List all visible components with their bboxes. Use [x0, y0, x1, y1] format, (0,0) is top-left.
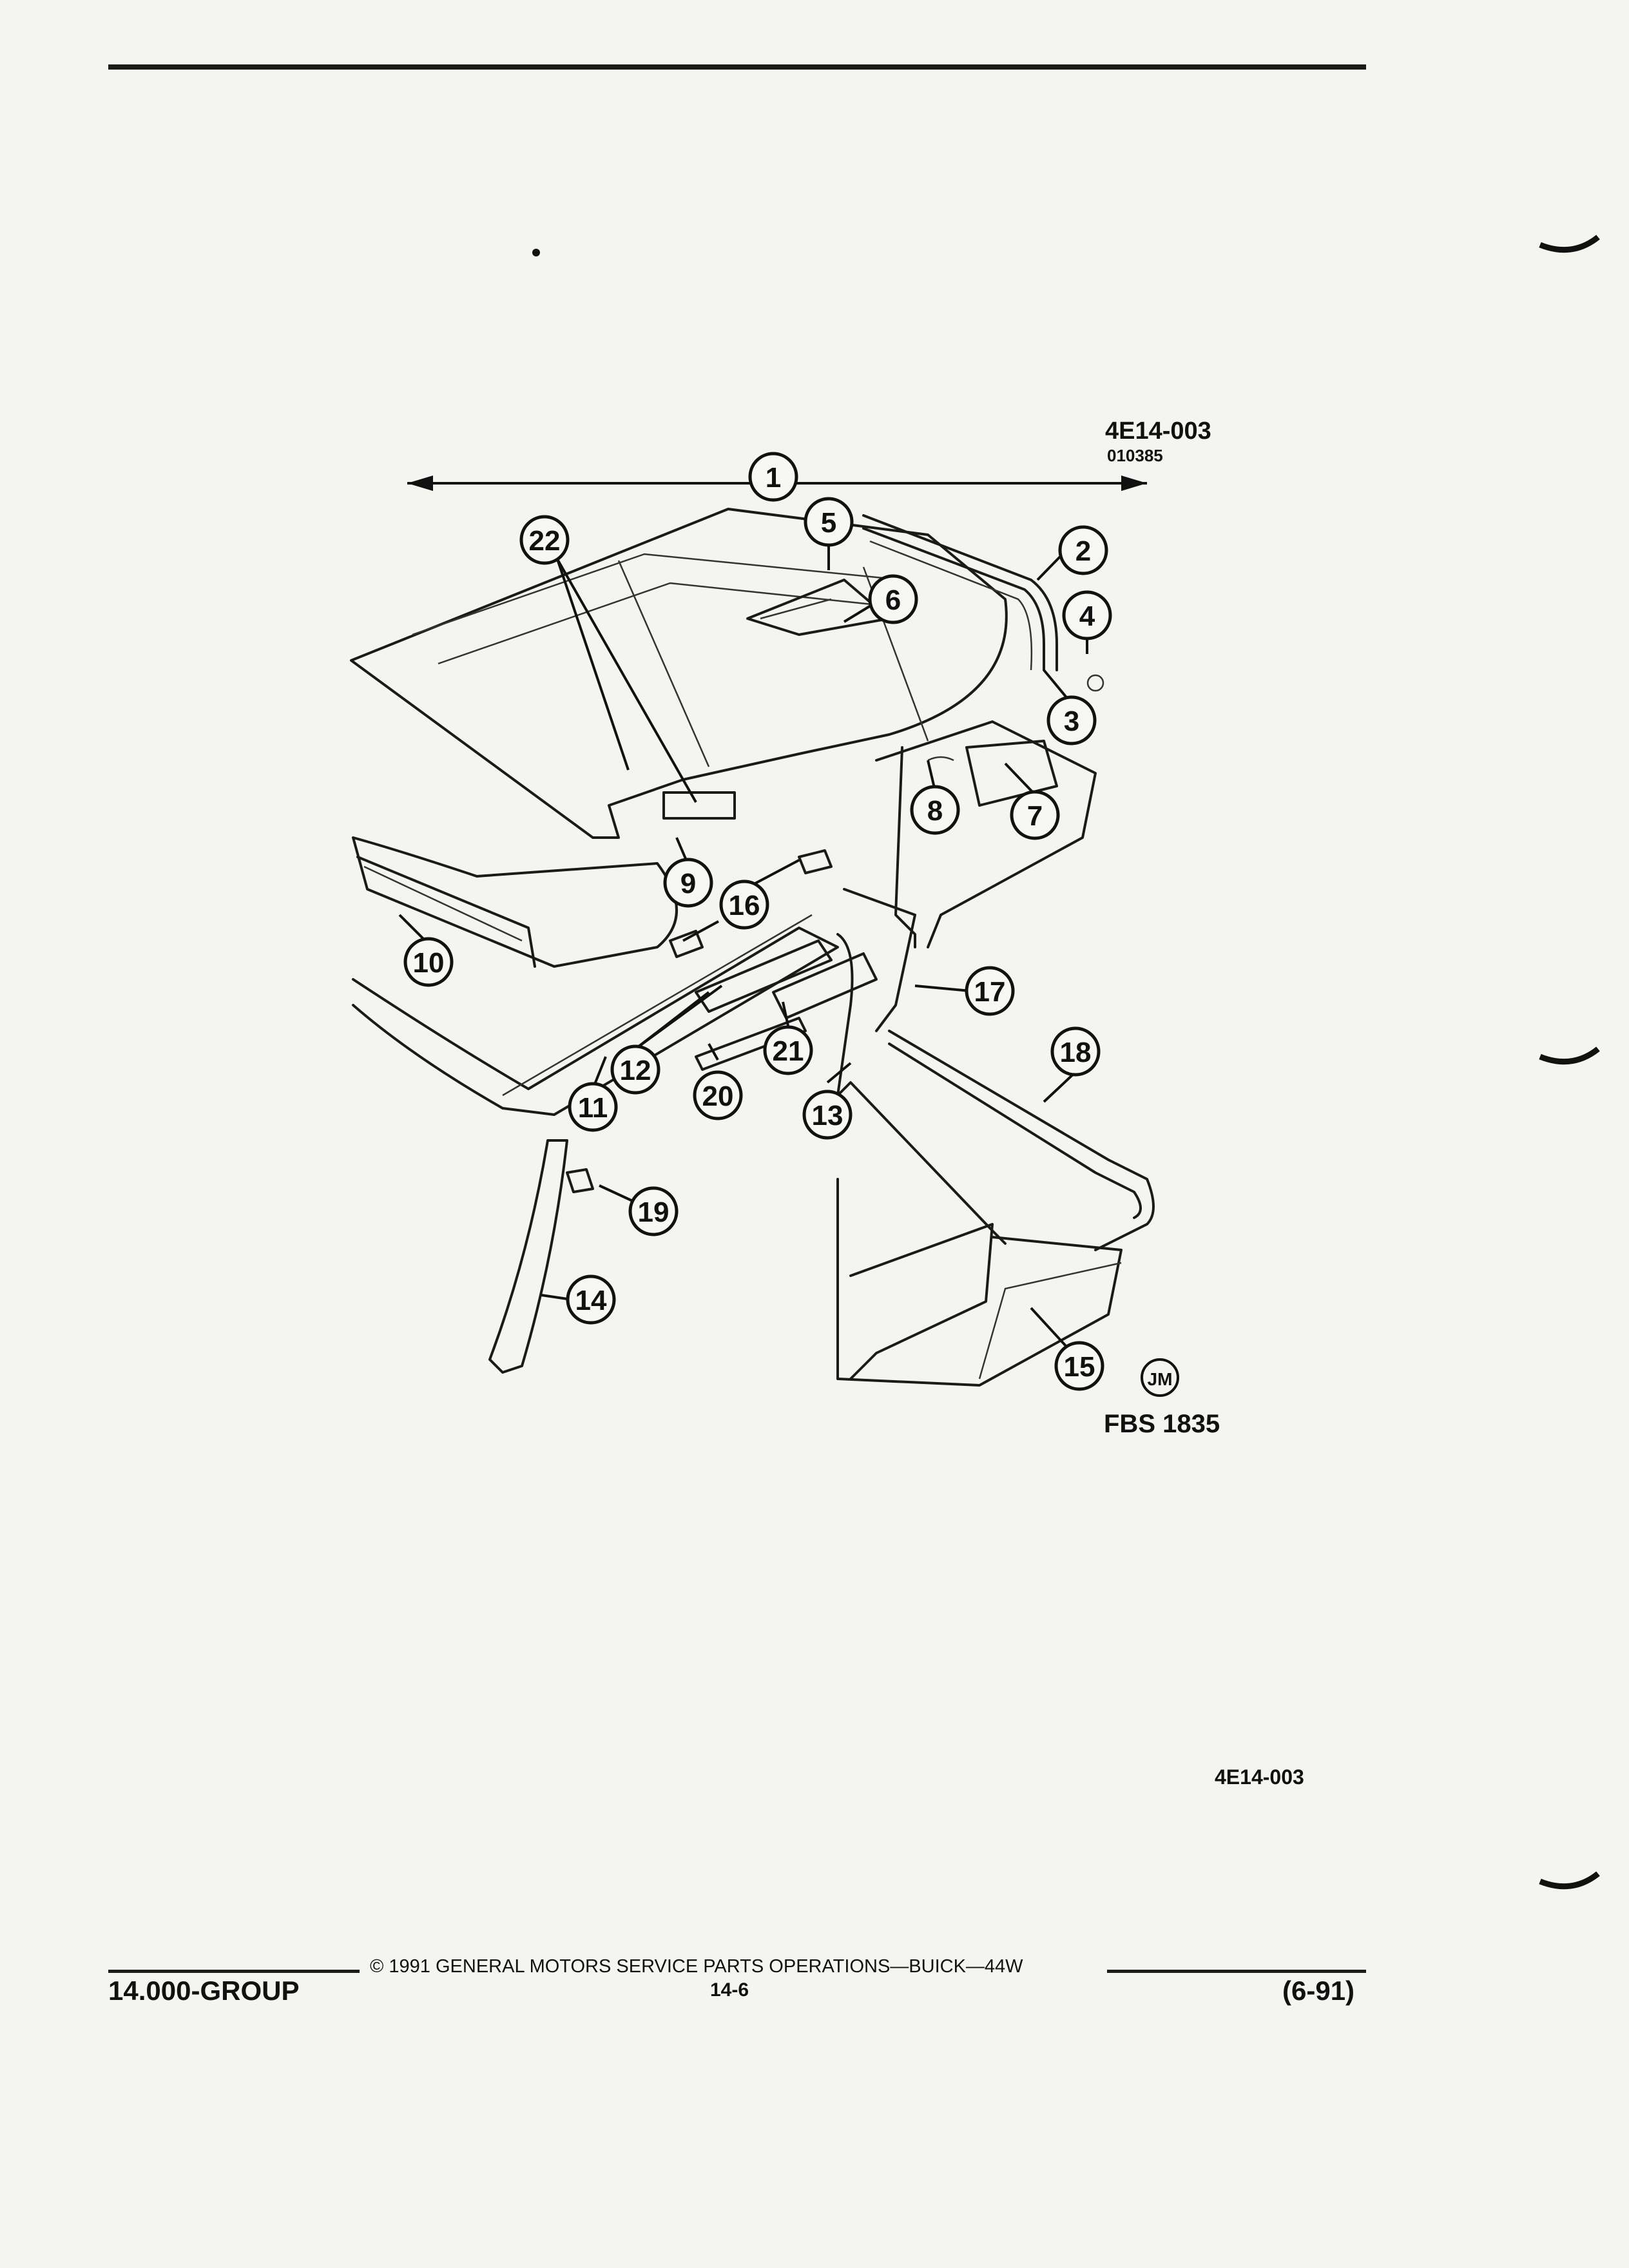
callout-7: 7 [1010, 790, 1060, 840]
side-rail-drawing [862, 514, 1104, 692]
svg-text:1: 1 [766, 462, 781, 494]
callout-19: 19 [628, 1186, 679, 1236]
callout-3: 3 [1046, 695, 1097, 745]
callout-1: 1 [748, 452, 798, 502]
callout-5: 5 [804, 497, 854, 547]
svg-text:11: 11 [578, 1092, 608, 1124]
bottom-ref-code: 4E14-003 [1215, 1765, 1304, 1789]
group-label: 14.000-GROUP [108, 1975, 300, 2006]
binder-mark [1539, 1871, 1600, 1890]
callout-2: 2 [1058, 525, 1108, 575]
callout-13: 13 [802, 1090, 853, 1140]
callout-11: 11 [568, 1082, 618, 1132]
callout-21: 21 [763, 1025, 813, 1075]
page-number: 14-6 [710, 1979, 749, 2001]
header-rule [108, 64, 1366, 70]
svg-text:2: 2 [1075, 535, 1091, 567]
callout-10: 10 [403, 937, 454, 987]
ref-date: 010385 [1107, 446, 1163, 465]
svg-text:12: 12 [620, 1055, 651, 1086]
callout-9: 9 [663, 858, 713, 908]
artist-mark: JM [1141, 1358, 1179, 1397]
callout-8: 8 [910, 785, 960, 835]
svg-text:10: 10 [413, 947, 445, 979]
callout-18: 18 [1050, 1026, 1101, 1077]
figure-code: FBS 1835 [1104, 1410, 1220, 1438]
svg-text:18: 18 [1060, 1037, 1092, 1068]
svg-text:13: 13 [812, 1100, 843, 1131]
rear-trim-drawing [836, 1030, 1155, 1387]
footer-rule-left [108, 1970, 360, 1973]
copyright-line: © 1991 GENERAL MOTORS SERVICE PARTS OPER… [370, 1956, 1023, 1977]
svg-text:9: 9 [680, 868, 696, 899]
svg-text:8: 8 [927, 795, 943, 827]
callout-16: 16 [719, 879, 769, 930]
leader-lines [398, 540, 1088, 1348]
svg-text:15: 15 [1064, 1351, 1095, 1383]
binder-mark [1539, 235, 1600, 253]
svg-text:4: 4 [1079, 601, 1095, 632]
callout-20: 20 [693, 1070, 743, 1120]
svg-text:JM: JM [1148, 1369, 1173, 1389]
rear-deck-drawing [352, 836, 839, 1116]
callout-6: 6 [868, 574, 918, 624]
stray-dot [532, 249, 540, 256]
svg-text:6: 6 [885, 584, 901, 616]
svg-text:22: 22 [529, 525, 561, 557]
revision-date: (6-91) [1282, 1975, 1355, 2006]
svg-text:7: 7 [1027, 800, 1043, 832]
svg-text:3: 3 [1064, 706, 1079, 737]
callout-22: 22 [519, 515, 570, 565]
svg-text:19: 19 [638, 1196, 670, 1228]
lower-pillar-drawing [488, 1139, 594, 1374]
callout-4: 4 [1062, 590, 1112, 640]
top-fabric-drawing [350, 508, 1008, 839]
center-parts-drawing [662, 791, 916, 1097]
svg-text:16: 16 [729, 890, 760, 921]
rear-quarter-drawing [875, 720, 1097, 948]
callout-17: 17 [965, 966, 1015, 1016]
svg-text:5: 5 [821, 507, 836, 539]
svg-text:21: 21 [773, 1035, 804, 1067]
ref-code: 4E14-003 [1105, 418, 1211, 445]
binder-marks [1539, 235, 1600, 1890]
svg-text:17: 17 [974, 976, 1006, 1008]
binder-mark [1539, 1046, 1600, 1065]
footer-rule-right [1107, 1970, 1366, 1973]
callout-15: 15 [1054, 1341, 1104, 1391]
callout-14: 14 [566, 1274, 616, 1325]
svg-text:14: 14 [575, 1285, 607, 1316]
callout-12: 12 [610, 1044, 660, 1095]
svg-text:20: 20 [702, 1081, 734, 1112]
